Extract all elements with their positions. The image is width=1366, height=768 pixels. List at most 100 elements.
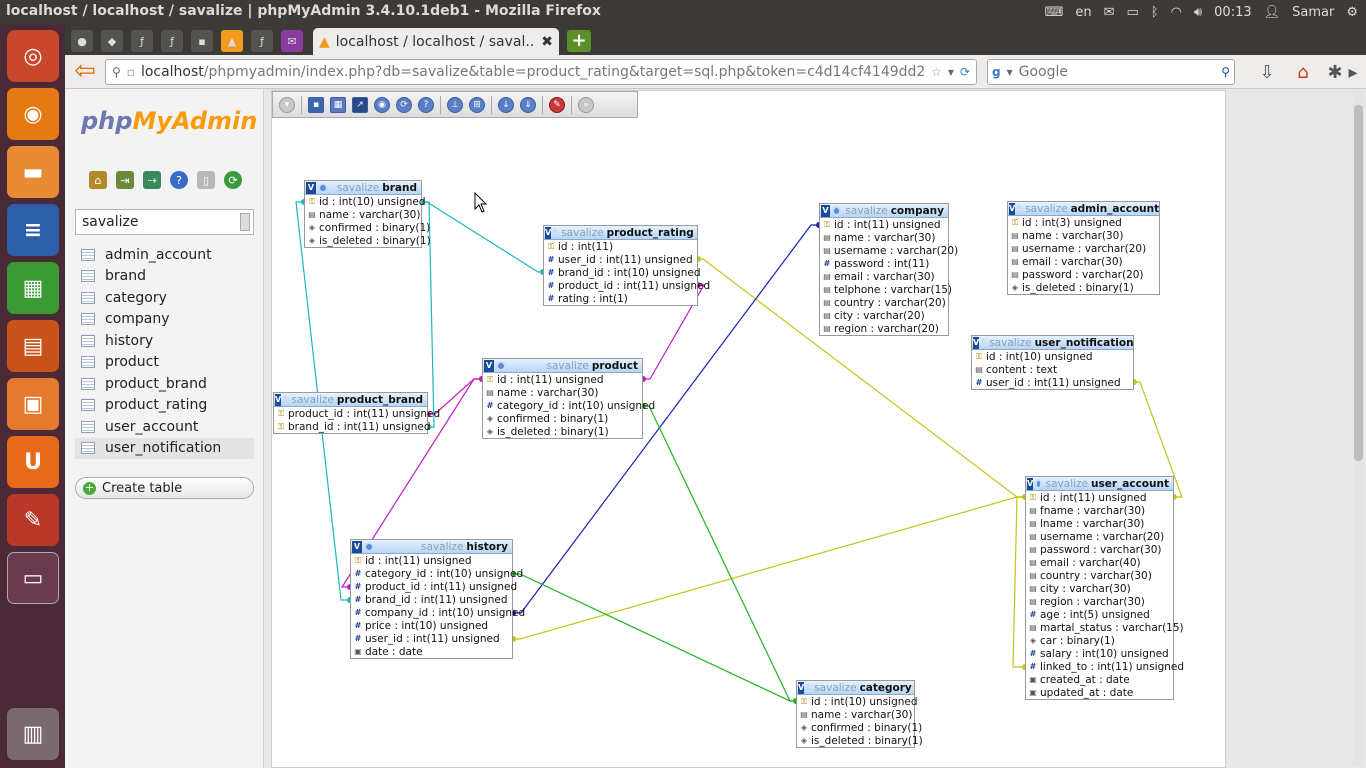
designer-column[interactable]: #price : int(10) unsigned — [351, 619, 512, 632]
designer-column[interactable]: ◈car : binary(1) — [1026, 634, 1173, 647]
impress-icon[interactable]: ▤ — [7, 320, 59, 372]
designer-column[interactable]: #product_id : int(11) unsigned — [351, 580, 518, 593]
page-scrollbar[interactable] — [1353, 91, 1364, 766]
designer-column[interactable]: ⚿id : int(3) unsigned — [1008, 216, 1159, 229]
calc-icon[interactable]: ▦ — [7, 262, 59, 314]
create-table-button[interactable]: + Create table — [75, 477, 254, 499]
designer-column[interactable]: #user_id : int(11) unsigned — [351, 632, 512, 645]
reload-designer-icon[interactable]: ⟳ — [396, 96, 412, 113]
table-options-icon[interactable] — [1017, 203, 1022, 214]
back-button[interactable]: ⇦ — [74, 56, 96, 86]
sidebar-table-label[interactable]: brand — [105, 268, 146, 285]
snap-to-grid-icon[interactable]: ⊞ — [469, 96, 485, 113]
designer-column[interactable]: #linked_to : int(11) unsigned — [1026, 660, 1184, 673]
table-icon[interactable] — [81, 313, 95, 326]
keyboard-icon[interactable]: ⌨ — [1044, 4, 1064, 20]
search-icon[interactable]: ⚲ — [1221, 65, 1230, 79]
designer-column[interactable]: ▤name : varchar(30) — [483, 386, 642, 399]
dropbox-tab-icon[interactable]: ◆ — [101, 30, 123, 52]
home-icon[interactable]: ⌂ — [89, 171, 107, 189]
bluetooth-icon[interactable]: ᛒ — [1150, 4, 1159, 20]
designer-column[interactable]: ▣updated_at : date — [1026, 686, 1173, 699]
search-engine-dropdown-icon[interactable]: ▾ — [1006, 65, 1013, 79]
logout-icon[interactable]: ⇥ — [116, 171, 134, 189]
designer-column[interactable]: ▤email : varchar(40) — [1026, 556, 1173, 569]
sidebar-table-label[interactable]: company — [105, 311, 170, 328]
sidebar-table-label[interactable]: user_account — [105, 418, 199, 435]
keyboard-layout[interactable]: en — [1075, 4, 1092, 20]
sidebar-table-label[interactable]: category — [105, 289, 167, 306]
identity-icon[interactable]: ⚲ — [112, 65, 121, 79]
symfony-tab-icon-2[interactable]: ƒ — [161, 30, 183, 52]
query-window-icon[interactable]: ⇢ — [143, 171, 161, 189]
github-tab-icon[interactable]: ● — [71, 30, 93, 52]
sidebar-table-product-rating[interactable]: product_rating — [75, 395, 254, 417]
search-box[interactable]: g ▾ ⚲ — [987, 59, 1235, 85]
sidebar-table-label[interactable]: product_brand — [105, 375, 207, 392]
volume-icon[interactable]: 🔊︎ — [1193, 4, 1203, 20]
designer-column[interactable]: #product_id : int(11) unsigned — [544, 279, 711, 292]
designer-column[interactable]: #company_id : int(10) unsigned — [351, 606, 526, 619]
small-big-all-icon[interactable]: ↓ — [498, 96, 514, 113]
toggle-columns-button[interactable]: V — [973, 336, 980, 349]
home-icon[interactable]: ⌂ — [1297, 61, 1309, 83]
database-select[interactable]: savalize — [75, 209, 254, 235]
help-icon[interactable]: ? — [170, 171, 188, 189]
designer-column[interactable]: ▤name : varchar(30) — [820, 231, 948, 244]
rel-history-category[interactable] — [513, 573, 796, 702]
angular-links-icon[interactable]: ⊥ — [447, 96, 463, 113]
designer-column[interactable]: ▤email : varchar(30) — [820, 270, 948, 283]
designer-column[interactable]: ▤region : varchar(20) — [820, 322, 948, 335]
rel-history-user[interactable] — [513, 496, 1025, 640]
designer-column[interactable]: #category_id : int(10) unsigned — [351, 567, 524, 580]
designer-help-icon[interactable]: ? — [418, 96, 434, 113]
mail-icon[interactable]: ✉ — [1103, 4, 1115, 20]
designer-column[interactable]: ▤fname : varchar(30) — [1026, 504, 1173, 517]
export-pdf-icon[interactable]: ✎ — [549, 96, 565, 113]
ubuntu-one-icon[interactable]: U — [7, 436, 59, 488]
sidebar-table-product[interactable]: product — [75, 352, 254, 374]
designer-column[interactable]: #salary : int(10) unsigned — [1026, 647, 1173, 660]
designer-column[interactable]: ▤username : varchar(20) — [820, 244, 958, 257]
designer-column[interactable]: #brand_id : int(11) unsigned — [351, 593, 512, 606]
designer-column[interactable]: ▤country : varchar(30) — [1026, 569, 1173, 582]
designer-column[interactable]: ▤name : varchar(30) — [1008, 229, 1159, 242]
reload-nav-icon[interactable]: ⟳ — [224, 171, 242, 189]
downloads-icon[interactable]: ⇩ — [1259, 61, 1275, 83]
table-icon[interactable] — [81, 377, 95, 390]
designer-column[interactable]: ◈is_deleted : binary(1) — [483, 425, 642, 438]
designer-column[interactable]: ◈confirmed : binary(1) — [797, 721, 922, 734]
mail-tab-icon[interactable]: ✉ — [281, 30, 303, 52]
move-menu-icon[interactable]: » — [578, 96, 594, 113]
table-icon[interactable] — [81, 270, 95, 283]
toggle-columns-button[interactable]: V — [545, 226, 552, 239]
table-icon[interactable] — [81, 248, 95, 261]
designer-column[interactable]: #password : int(11) — [820, 257, 948, 270]
designer-column[interactable]: ⚿id : int(11) unsigned — [820, 218, 948, 231]
table-icon[interactable] — [81, 442, 95, 455]
designer-column[interactable]: #rating : int(1) — [544, 292, 697, 305]
toggle-small-big-icon[interactable]: ⇓ — [520, 96, 536, 113]
symfony-tab-icon-3[interactable]: ƒ — [251, 30, 273, 52]
close-tab-icon[interactable]: ✖ — [541, 33, 553, 50]
clock[interactable]: 00:13 — [1214, 4, 1252, 20]
designer-column[interactable]: ▤lname : varchar(30) — [1026, 517, 1173, 530]
sidebar-table-brand[interactable]: brand — [75, 266, 254, 288]
table-icon[interactable] — [81, 399, 95, 412]
designer-column[interactable]: ⚿id : int(11) — [544, 240, 697, 253]
designer-column[interactable]: ⚿id : int(10) unsigned — [797, 695, 918, 708]
sidebar-table-label[interactable]: user_notification — [105, 440, 222, 457]
addon-icon[interactable]: ✱ — [1327, 61, 1343, 83]
table-options-icon[interactable] — [1035, 478, 1042, 489]
